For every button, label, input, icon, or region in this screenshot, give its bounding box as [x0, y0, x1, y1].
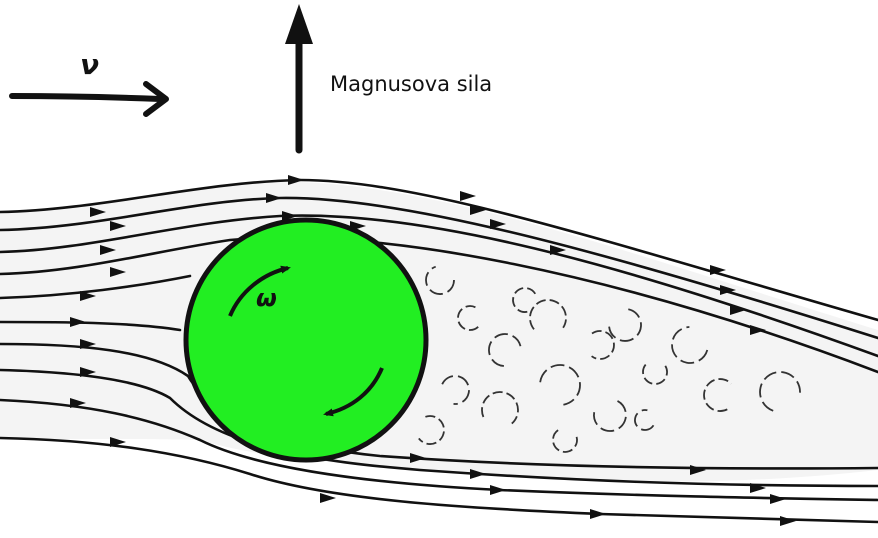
- streamline-arrow-icon: [780, 516, 796, 526]
- angular-velocity-label: ω: [256, 284, 277, 312]
- velocity-label: ν: [80, 48, 99, 81]
- streamline-arrow-icon: [460, 191, 476, 201]
- force-arrow-icon: [285, 4, 313, 150]
- velocity-arrow-icon: [12, 84, 166, 114]
- streamline-arrow-icon: [320, 493, 336, 503]
- streamline-arrow-icon: [770, 494, 786, 504]
- streamline-arrow-icon: [490, 485, 506, 495]
- flow-background: [0, 182, 878, 482]
- magnus-force-label: Magnusova sila: [330, 72, 492, 96]
- streamline-arrow-icon: [590, 509, 606, 519]
- rotating-ball: [186, 220, 426, 460]
